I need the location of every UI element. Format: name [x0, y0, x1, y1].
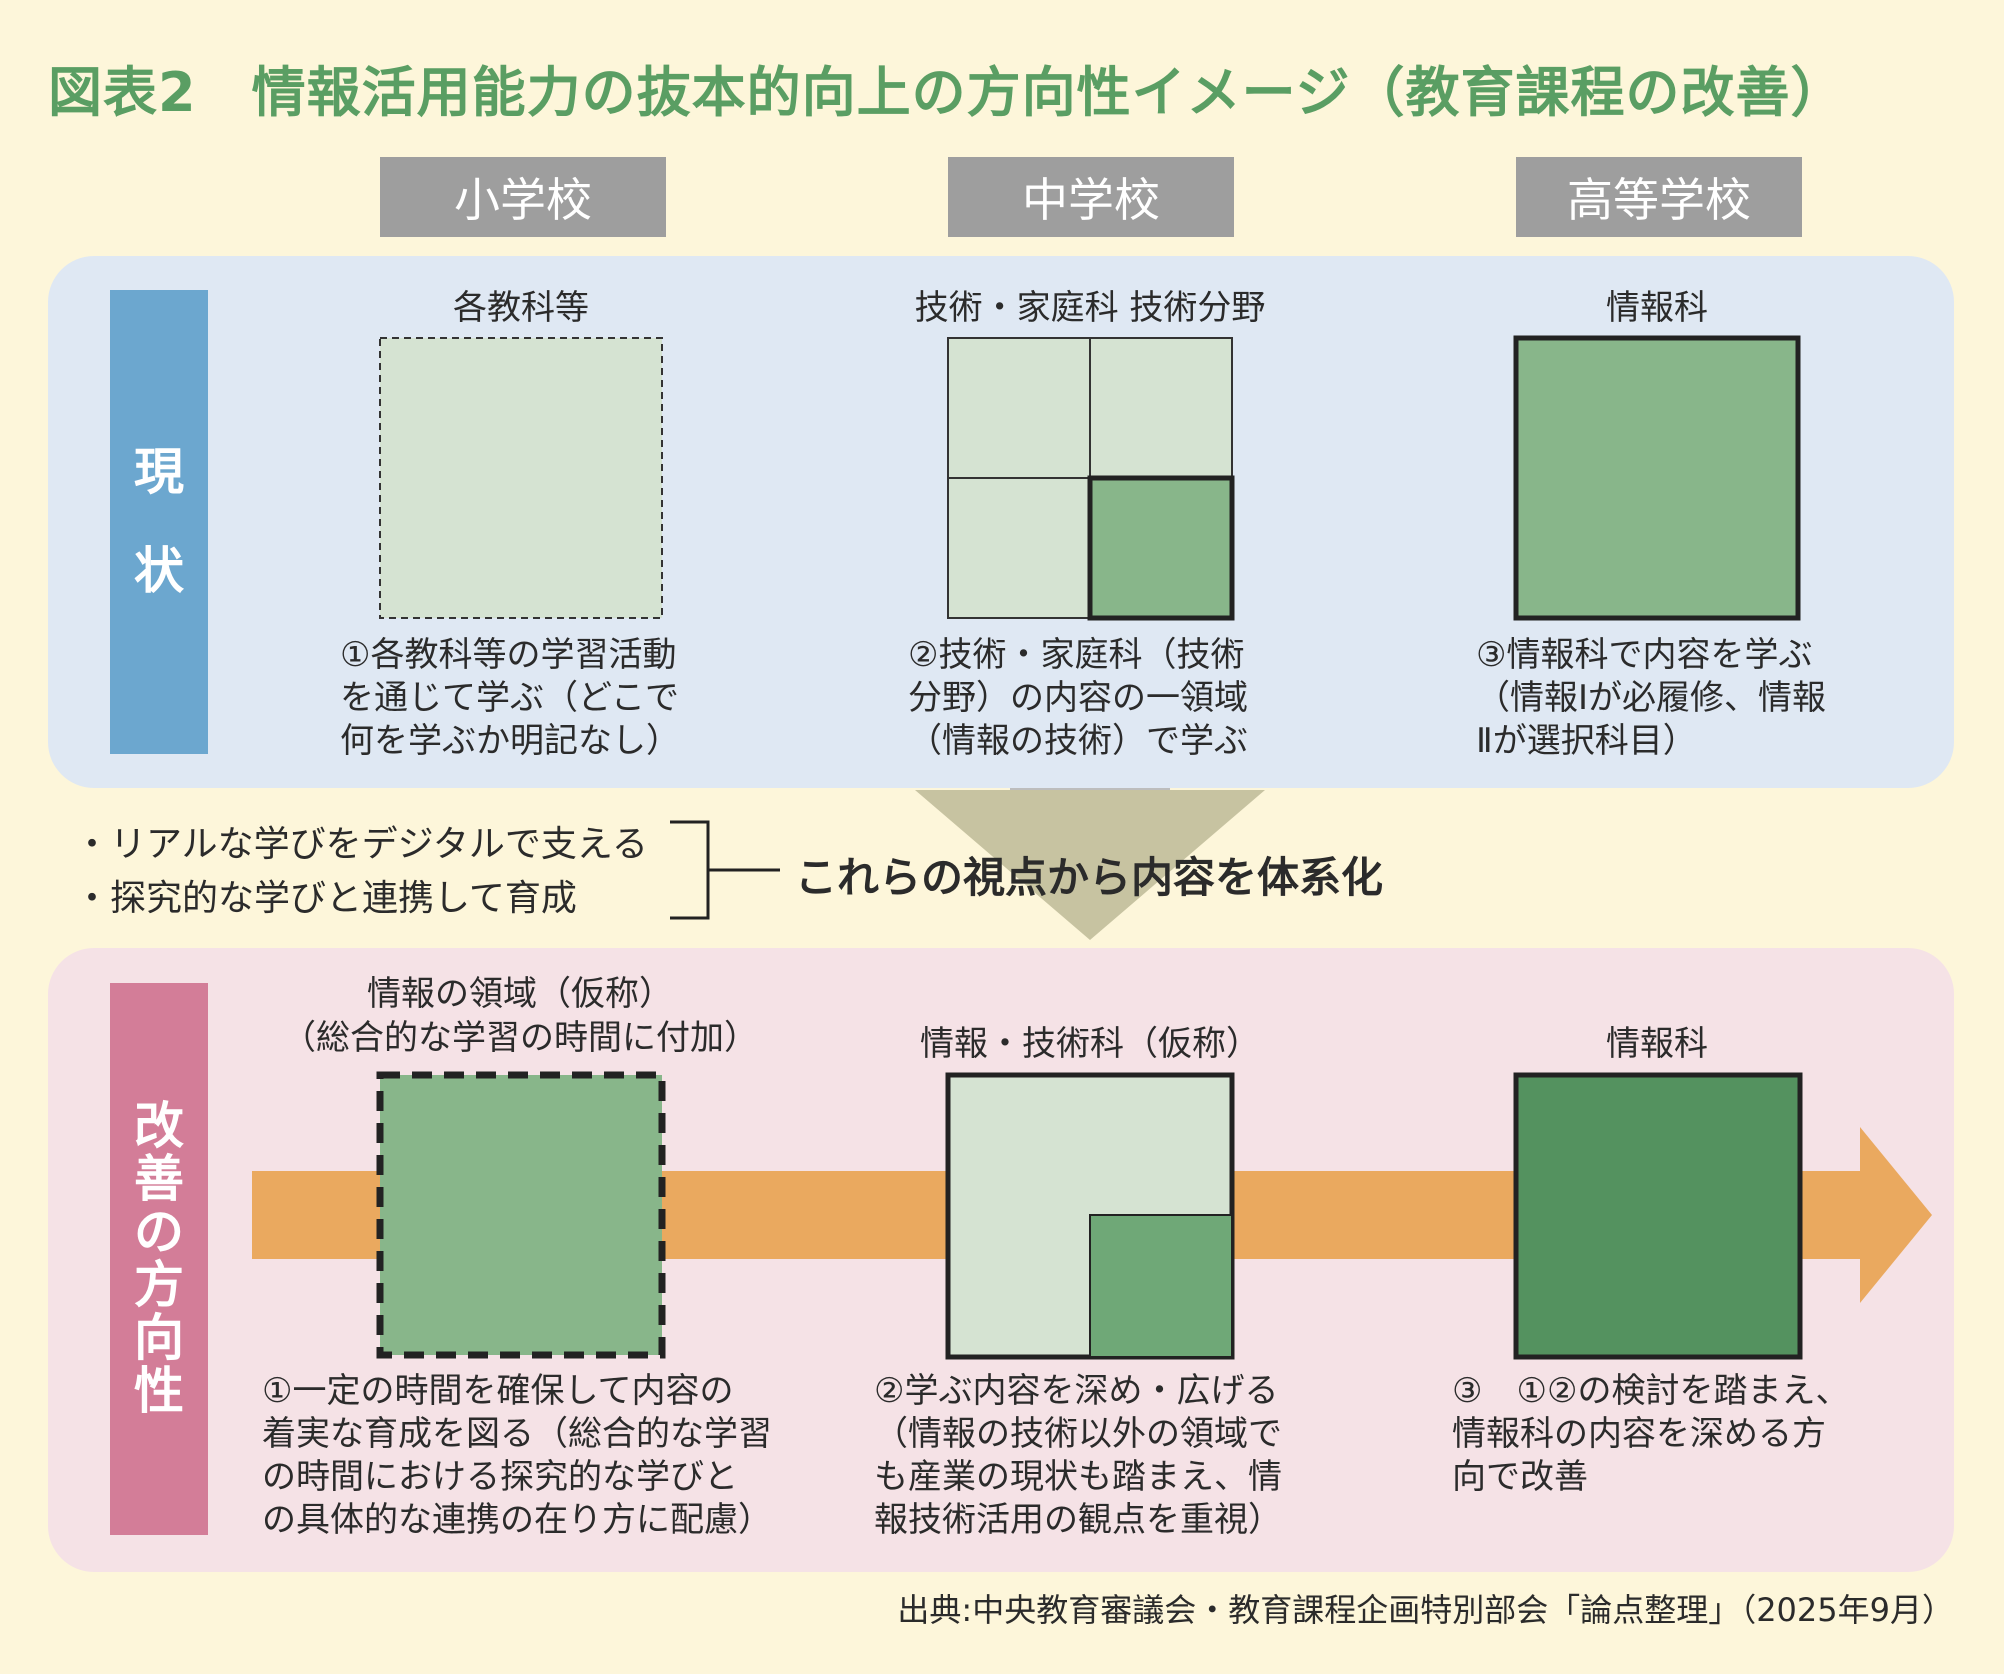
current-desc-junior-high: ②技術・家庭科（技術 分野）の内容の一領域 （情報の技術）で学ぶ — [908, 635, 1248, 761]
improvement-label-char: の — [134, 1203, 184, 1261]
current-caption-junior-high: 技術・家庭科 技術分野 — [914, 288, 1266, 328]
current-label-char: 現 — [134, 443, 184, 501]
column-header-high-school: 高等学校 — [1516, 157, 1802, 237]
current-status-label: 現 状 — [110, 290, 208, 754]
orange-arrow-head — [1860, 1127, 1932, 1303]
current-caption-elementary: 各教科等 — [453, 288, 589, 328]
current-desc-high-school: ③情報科で内容を学ぶ （情報Ⅰが必履修、情報 Ⅱが選択科目） — [1476, 635, 1827, 761]
column-header-junior-high: 中学校 — [948, 157, 1234, 237]
hs-current-box — [1513, 335, 1801, 621]
current-label-char: 状 — [134, 542, 184, 600]
improved-caption-junior-high: 情報・技術科（仮称） — [920, 1024, 1260, 1064]
improvement-direction-label: 改 善 の 方 向 性 — [110, 983, 208, 1535]
jh-grid-cell — [1089, 337, 1233, 479]
improved-caption-elementary: 情報の領域（仮称） （総合的な学習の時間に付加） — [282, 974, 758, 1058]
improvement-label-char: 性 — [134, 1362, 184, 1420]
viewpoint-bullet: ・リアルな学びをデジタルで支える — [74, 824, 648, 865]
page-title: 図表2 情報活用能力の抜本的向上の方向性イメージ（教育課程の改善） — [48, 61, 1846, 124]
jh-grid-cell — [947, 477, 1091, 619]
jh-grid-cell — [947, 337, 1091, 479]
current-desc-elementary: ①各教科等の学習活動 を通じて学ぶ（どこで 何を学ぶか明記なし） — [340, 635, 680, 761]
current-caption-high-school: 情報科 — [1606, 288, 1708, 328]
jh-improved-inner — [1089, 1214, 1233, 1358]
bracket — [670, 820, 710, 920]
improved-caption-high-school: 情報科 — [1606, 1024, 1708, 1064]
improvement-label-char: 改 — [134, 1097, 184, 1155]
improved-desc-elementary: ①一定の時間を確保して内容の 着実な育成を図る（総合的な学習 の時間における探究… — [262, 1371, 772, 1540]
improved-desc-high-school: ③ ①②の検討を踏まえ、 情報科の内容を深める方 向で改善 — [1452, 1371, 1850, 1497]
systematize-summary: これらの視点から内容を体系化 — [795, 853, 1384, 902]
down-arrow-head — [915, 790, 1265, 940]
improvement-label-char: 方 — [134, 1256, 184, 1314]
source-citation: 出典:中央教育審議会・教育課程企画特別部会「論点整理」（2025年9月） — [897, 1591, 1954, 1629]
elementary-improved-box — [376, 1071, 666, 1359]
improvement-label-char: 向 — [134, 1309, 184, 1367]
improved-desc-junior-high: ②学ぶ内容を深め・広げる （情報の技術以外の領域で も産業の現状も踏まえ、情 報… — [874, 1371, 1282, 1540]
column-header-elementary: 小学校 — [380, 157, 666, 237]
jh-info-tech-cell — [1087, 475, 1235, 621]
elementary-current-box — [379, 337, 663, 619]
hs-improved-box — [1513, 1072, 1803, 1360]
viewpoint-bullet: ・探究的な学びと連携して育成 — [74, 878, 577, 919]
improvement-label-char: 善 — [134, 1150, 184, 1208]
